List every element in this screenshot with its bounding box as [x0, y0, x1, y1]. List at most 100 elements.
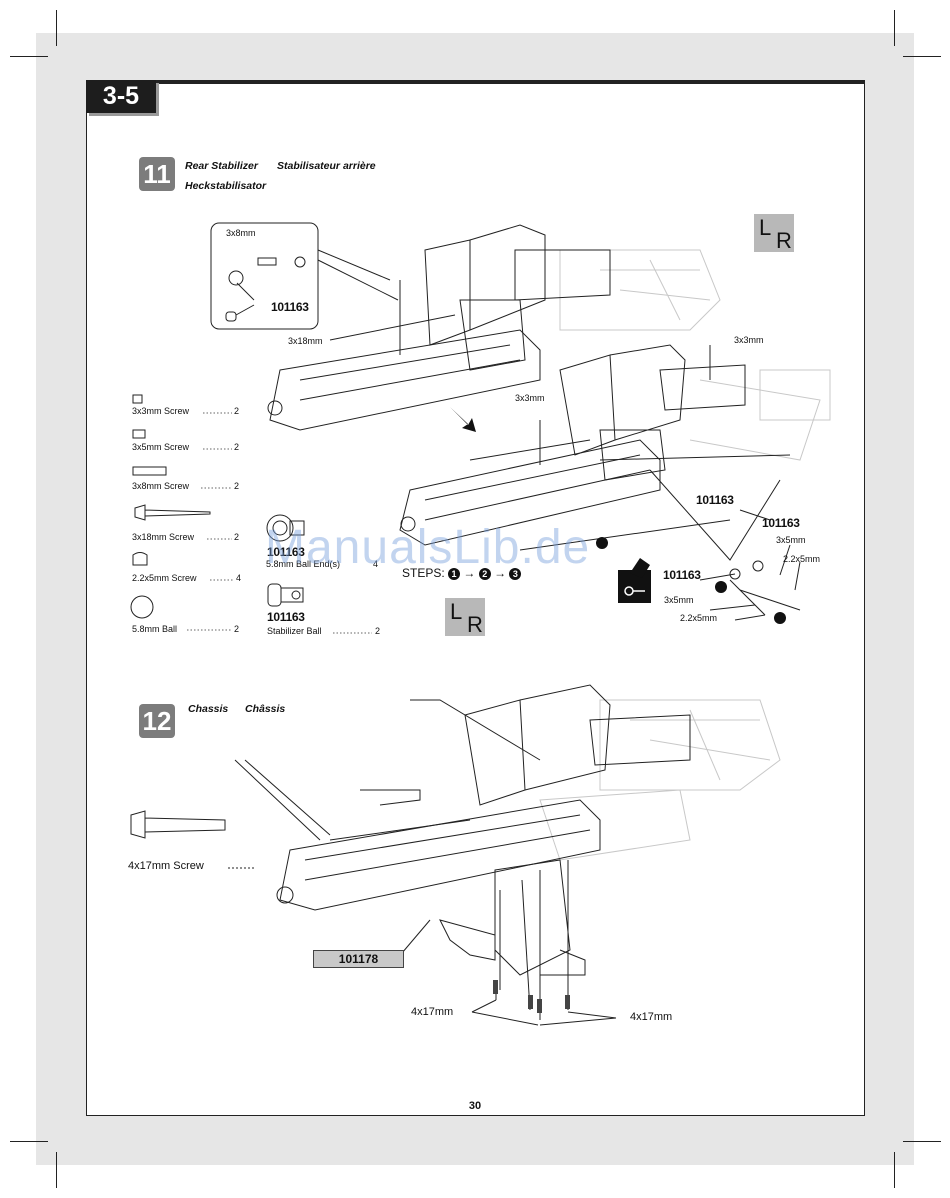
orientation-icon [618, 570, 651, 603]
watermark: ManualsLib.de [265, 521, 591, 574]
part-box-number: 101163 [267, 610, 305, 624]
shock-tower-upper [424, 239, 471, 346]
parts-list-item: 3x8mm Screw 2 [132, 481, 239, 491]
crop-mark [894, 10, 895, 46]
callout-4x17mm: 4x17mm [411, 1006, 454, 1018]
lr-left: L [450, 599, 463, 624]
lr-left: L [759, 215, 772, 240]
screw-3x3-icon [132, 394, 143, 404]
step-2-marker [715, 581, 727, 593]
part-box-label-text: Stabilizer Ball [267, 626, 322, 636]
callout-2-2x5mm: 2.2x5mm [783, 554, 821, 564]
ball-end-icon [294, 256, 306, 268]
parts-list-qty: 2 [234, 406, 240, 416]
parts-list-item: 3x18mm Screw 2 [132, 532, 239, 542]
left-right-symbol: L R [754, 214, 794, 253]
ball-end-part-icon [266, 514, 294, 542]
parts-list-qty: 4 [236, 573, 242, 583]
callout-part-101163: 101163 [271, 300, 309, 314]
callout-3x18mm: 3x18mm [288, 336, 323, 346]
callout-3x8mm: 3x8mm [226, 228, 256, 238]
crop-mark [10, 56, 48, 57]
step-3-marker [774, 612, 786, 624]
steps-sequence: STEPS: 1 → 2 → 3 [402, 566, 522, 580]
lr-right: R [467, 612, 483, 637]
arrow-right-icon: → [463, 566, 476, 580]
skid-plate [494, 859, 571, 976]
crop-mark [56, 1152, 57, 1188]
part-box-qty: 4 [373, 559, 379, 569]
suspension-arm-chassis [279, 799, 601, 911]
parts-list-qty: 2 [234, 481, 240, 491]
shock-tower-chassis [464, 699, 526, 806]
steps-label: STEPS: [402, 566, 445, 580]
parts-list-item: 2.2x5mm Screw 4 [132, 573, 241, 583]
left-right-symbol: L R [445, 598, 485, 637]
parts-list-label: 3x8mm Screw [132, 481, 190, 491]
screw-3x5-icon [132, 429, 146, 439]
step-marker: 1 [448, 567, 461, 580]
parts-list-qty: 2 [234, 624, 240, 634]
parts-list-label: 3x3mm Screw [132, 406, 190, 416]
part-box-label: 5.8mm Ball End(s) 4 [266, 559, 378, 569]
inset-detail-box [210, 222, 319, 330]
crop-mark [903, 1141, 941, 1142]
callout-part-101163: 101163 [663, 568, 701, 582]
stabilizer-ball-icon [225, 311, 237, 322]
section-number-tab: 3-5 [86, 80, 156, 113]
chassis-plate-edge [410, 699, 541, 761]
callout-4x17mm: 4x17mm [630, 1011, 673, 1023]
screw-3x18-icon [134, 504, 211, 521]
parts-list-item: 3x3mm Screw 2 [132, 406, 239, 416]
suspension-arm-upper [269, 329, 541, 431]
screw-2-2x5-icon [132, 552, 148, 566]
stabilizer-bar [649, 469, 781, 561]
parts-list-qty: 2 [234, 532, 240, 542]
part-box-label: Stabilizer Ball 2 [267, 626, 380, 636]
callout-part-101163: 101163 [696, 493, 734, 507]
part-box-qty: 2 [375, 626, 381, 636]
callout-3x5mm: 3x5mm [776, 535, 806, 545]
page-number: 30 [468, 1100, 482, 1112]
part-box-label-text: 5.8mm Ball End(s) [266, 559, 341, 569]
step-12-badge: 12 [139, 704, 175, 738]
screw-3x8-icon [132, 466, 167, 476]
crop-mark [10, 1141, 48, 1142]
step-marker: 3 [509, 567, 522, 580]
step-11-title-en: Rear Stabilizer [185, 160, 258, 172]
step-11-title-fr: Stabilisateur arrière [277, 160, 376, 172]
lr-right: R [776, 228, 792, 253]
parts-list-label: 5.8mm Ball [132, 624, 178, 634]
parts-list-label: 3x5mm Screw [132, 442, 190, 452]
parts-list-label: 3x18mm Screw [132, 532, 195, 542]
chassis-part-box: 101178 [313, 950, 404, 968]
parts-list-item: 3x5mm Screw 2 [132, 442, 239, 452]
chassis-screw-label: 4x17mm Screw [128, 860, 204, 872]
step-marker: 2 [478, 567, 491, 580]
ball-end-icon [228, 270, 244, 286]
parts-list-label: 2.2x5mm Screw [132, 573, 197, 583]
screw-4x17-icon [130, 810, 226, 839]
stabilizer-ball-part-icon [267, 583, 282, 607]
step-12-title-fr: Châssis [245, 703, 286, 715]
ball-5-8mm-icon [130, 595, 154, 619]
parts-list-qty: 2 [234, 442, 240, 452]
step-1-marker [596, 537, 608, 549]
callout-3x3mm: 3x3mm [734, 335, 764, 345]
part-box-number: 101163 [267, 545, 305, 559]
screw-3x8-icon [257, 257, 277, 266]
callout-3x5mm: 3x5mm [664, 595, 694, 605]
suspension-arm-lower [399, 439, 661, 546]
direction-arrow-icon [450, 407, 476, 432]
crop-mark [56, 10, 57, 46]
parts-list-item: 5.8mm Ball 2 [132, 624, 239, 634]
arrow-right-icon: → [494, 566, 507, 580]
callout-part-101163: 101163 [762, 516, 800, 530]
crop-mark [894, 1152, 895, 1188]
callout-2-2x5mm: 2.2x5mm [680, 613, 718, 623]
step-11-title-de: Heckstabilisator [185, 180, 267, 192]
step-11-badge: 11 [139, 157, 175, 191]
crop-mark [903, 56, 941, 57]
step-12-title-en: Chassis [188, 703, 229, 715]
